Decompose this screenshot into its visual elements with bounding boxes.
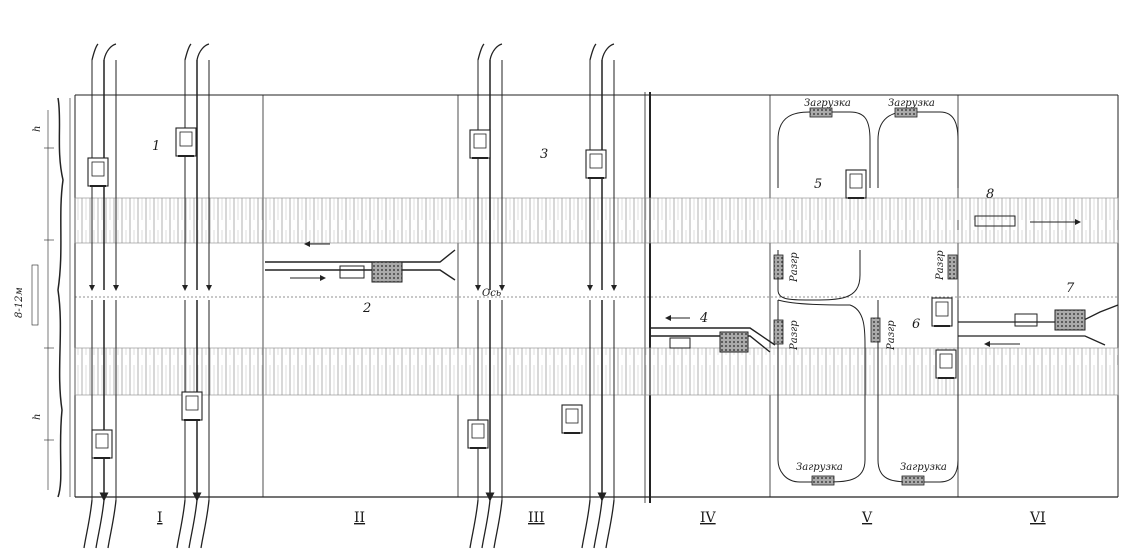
lane-curve <box>601 43 615 61</box>
iv-loader <box>669 337 691 349</box>
excavator-symbol <box>181 391 203 421</box>
excavator-symbol <box>175 127 197 157</box>
lane-curve <box>188 499 198 549</box>
loading-label-4: Загрузка <box>900 462 947 473</box>
lane-curve <box>95 499 105 549</box>
lane-curve <box>581 499 591 549</box>
loading-label-2: Загрузка <box>888 98 935 109</box>
position-4: 4 <box>699 311 708 326</box>
loading-label-3: Загрузка <box>796 462 843 473</box>
axis-label: Ось <box>482 288 501 299</box>
position-1: 1 <box>152 139 160 154</box>
lane-curve <box>589 43 597 61</box>
position-6: 6 <box>912 317 920 332</box>
excavator-symbol <box>467 419 489 449</box>
position-8: 8 <box>986 187 994 202</box>
position-7: 7 <box>1066 281 1075 296</box>
roadway-bands <box>74 197 1119 396</box>
position-labels: 1 2 3 4 5 6 7 8 <box>152 139 1075 332</box>
unload-pad-4 <box>870 317 881 343</box>
unload-pad-3 <box>773 319 784 345</box>
lane-curve <box>200 499 210 549</box>
section-dividers <box>262 95 959 497</box>
lane-curve <box>593 499 603 549</box>
lane-curve <box>176 499 186 549</box>
section-ii: II <box>354 510 365 526</box>
excavator-symbol <box>845 169 867 199</box>
lane-curve <box>184 43 192 61</box>
section-labels: I II III IV V VI <box>157 510 1046 526</box>
lane-curve <box>196 43 210 61</box>
load-pad-2 <box>894 107 918 118</box>
position-3: 3 <box>540 147 548 162</box>
lane-curve <box>91 43 99 61</box>
excavator-symbol <box>91 429 113 459</box>
position-2: 2 <box>362 301 371 316</box>
lane-curve <box>107 499 117 549</box>
excavator-symbol <box>469 129 491 159</box>
lower-road-band <box>74 347 1119 396</box>
machine-symbols <box>87 127 957 459</box>
unloading-label-3: Разгр <box>789 320 800 351</box>
unloading-label-2: Разгр <box>935 250 946 281</box>
dimension-scale: h 8-12м h <box>14 97 71 498</box>
iv-hopper <box>719 331 749 353</box>
lane-curve <box>605 499 615 549</box>
loading-label-1: Загрузка <box>804 98 851 109</box>
unloading-label-4: Разгр <box>886 320 897 351</box>
vi-hopper <box>1054 309 1086 331</box>
section-v: V <box>861 510 873 526</box>
section-iii: III <box>528 510 545 526</box>
traffic-lanes <box>83 43 617 549</box>
section-vi: VI <box>1029 510 1046 526</box>
lane-curve <box>481 499 491 549</box>
unload-pad-1 <box>773 254 784 280</box>
load-pad-3 <box>811 475 835 486</box>
section-ii-track <box>265 241 456 283</box>
vi-loader <box>1014 313 1038 327</box>
hopper-car <box>371 261 403 283</box>
upper-road-band <box>74 197 1119 244</box>
loader-car <box>339 265 365 279</box>
vi-truck-8 <box>974 215 1016 227</box>
dim-width-range: 8-12м <box>14 287 25 318</box>
lane-curve <box>489 43 503 61</box>
frame <box>74 92 1119 503</box>
excavator-symbol <box>585 149 607 179</box>
excavator-symbol <box>935 349 957 379</box>
dim-h-bottom: h <box>32 414 43 420</box>
operation-labels: Загрузка Загрузка Загрузка Загрузка Разг… <box>482 98 947 473</box>
load-pad-1 <box>809 107 833 118</box>
section-iv-track <box>650 315 776 353</box>
haul-loops <box>773 107 959 486</box>
unload-pad-2 <box>947 254 958 280</box>
section-i: I <box>157 510 163 526</box>
excavator-symbol <box>87 157 109 187</box>
lane-curve <box>477 43 485 61</box>
lane-curve <box>469 499 479 549</box>
excavator-symbol <box>931 297 953 327</box>
load-pad-4 <box>901 475 925 486</box>
lane-curve <box>83 499 93 549</box>
position-5: 5 <box>814 177 822 192</box>
section-iv: IV <box>700 510 717 526</box>
lane-curve <box>493 499 503 549</box>
dim-h-top: h <box>32 126 43 132</box>
section-vi-track <box>958 215 1119 347</box>
lane-curve <box>103 43 117 61</box>
unloading-label-1: Разгр <box>789 252 800 283</box>
excavator-symbol <box>561 404 583 434</box>
